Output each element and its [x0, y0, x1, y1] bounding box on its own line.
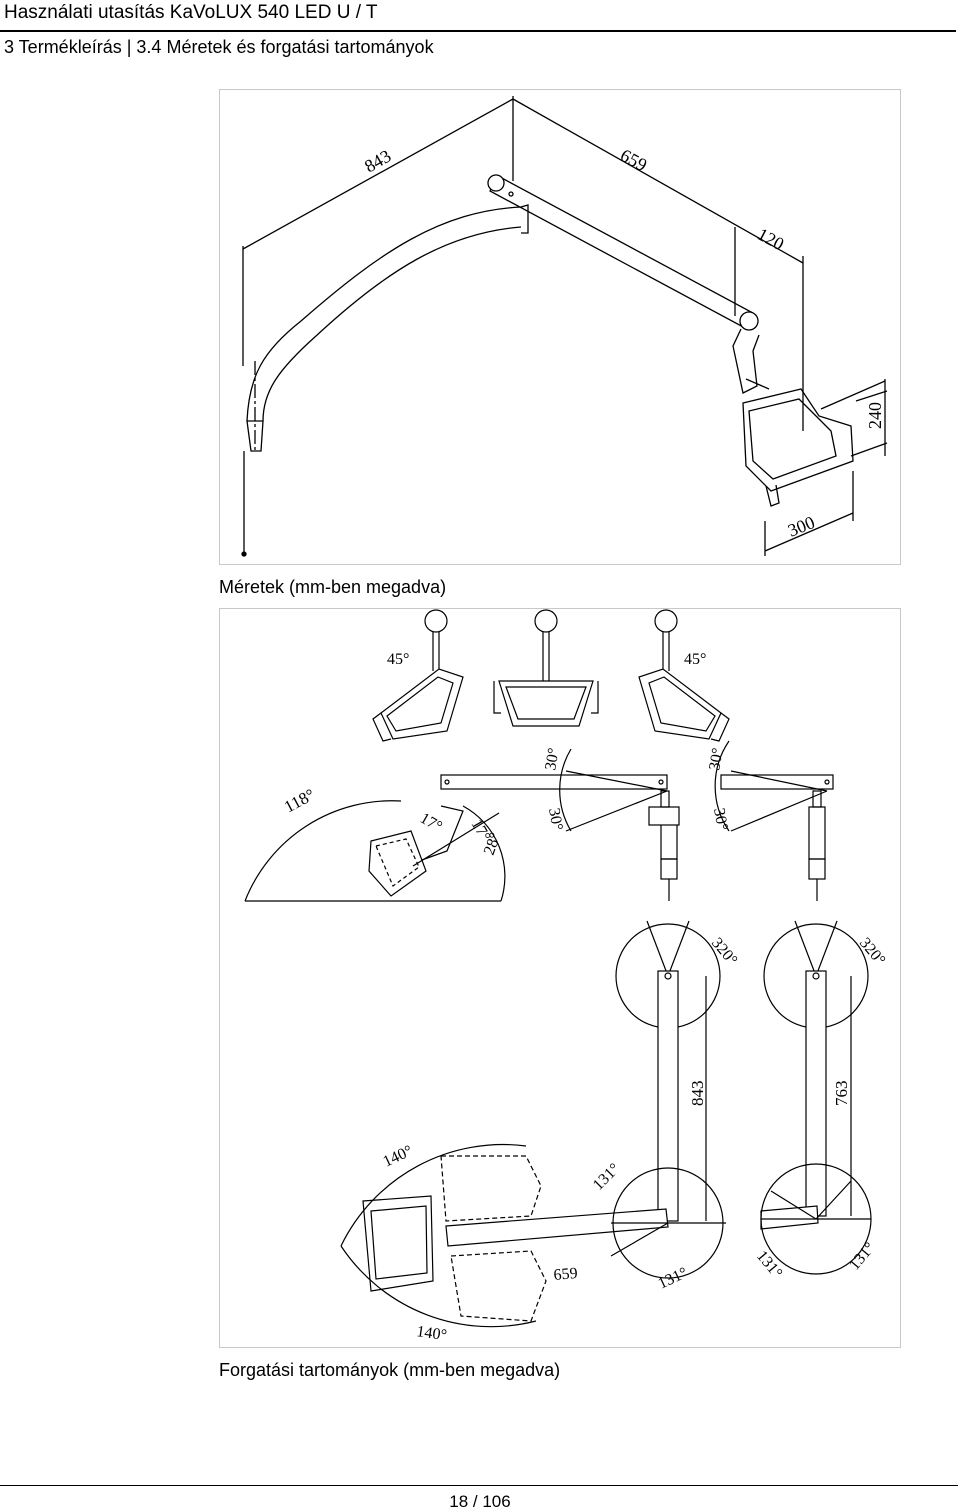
side-angle-17a: 17°	[417, 810, 445, 836]
tilt-right-angle: 45°	[684, 651, 706, 668]
footer-rule	[0, 1485, 958, 1486]
dimensions-figure: 843 659 120 240 300	[219, 89, 901, 565]
dim-843: 843	[361, 146, 394, 177]
section-label: 3 Termékleírás	[4, 37, 122, 57]
head-neutral	[493, 609, 599, 727]
plan1-angle-140-top: 140°	[381, 1142, 416, 1170]
rotation-figure: 45° 45° 118° 17° 17° 28° 30° 30° 30° 30°…	[219, 608, 901, 1348]
side-angle-118: 118°	[281, 785, 318, 817]
dim-120: 120	[754, 224, 787, 254]
document-title: Használati utasítás KaVoLUX 540 LED U / …	[4, 2, 378, 23]
section-breadcrumb: 3 Termékleírás | 3.4 Méretek és forgatás…	[4, 37, 434, 58]
rotation-drawing: 45° 45° 118° 17° 17° 28° 30° 30° 30° 30°…	[244, 609, 889, 1344]
figure2-caption: Forgatási tartományok (mm-ben megadva)	[219, 1360, 561, 1380]
breadcrumb-separator: |	[126, 37, 137, 57]
figure1-caption: Méretek (mm-ben megadva)	[219, 577, 447, 597]
head-tilt-right	[638, 609, 730, 742]
plan1-angle-140-bottom: 140°	[415, 1323, 447, 1344]
dimensions-drawing: 843 659 120 240 300	[241, 96, 888, 557]
plan2-angle-131-left: 131°	[753, 1248, 786, 1282]
tilt-left-angle: 45°	[387, 651, 409, 668]
subsection-label: 3.4 Méretek és forgatási tartományok	[136, 37, 434, 57]
side-angle-28: 28°	[481, 830, 505, 857]
plan1-angle-320: 320°	[708, 935, 741, 969]
plan1-angle-131-upper: 131°	[590, 1160, 624, 1194]
header-rule	[0, 30, 956, 32]
dim-240: 240	[865, 402, 885, 429]
plan2-dim-763: 763	[832, 1081, 851, 1107]
dim-659: 659	[617, 145, 650, 175]
arm1-angle-up: 30°	[542, 747, 563, 772]
arm2-angle-down: 30°	[710, 807, 731, 832]
arm1-angle-down: 30°	[545, 807, 566, 832]
plan2-angle-320: 320°	[856, 935, 889, 969]
page-number: 18 / 106	[449, 1492, 511, 1511]
arm2-angle-up: 30°	[706, 747, 727, 772]
plan2-angle-131-right: 131°	[846, 1239, 879, 1273]
plan1-dim-843: 843	[688, 1081, 707, 1107]
plan1-angle-131-lower: 131°	[656, 1264, 691, 1292]
dim-300: 300	[785, 512, 818, 541]
plan1-dim-659: 659	[553, 1265, 578, 1284]
head-tilt-left	[372, 609, 464, 742]
